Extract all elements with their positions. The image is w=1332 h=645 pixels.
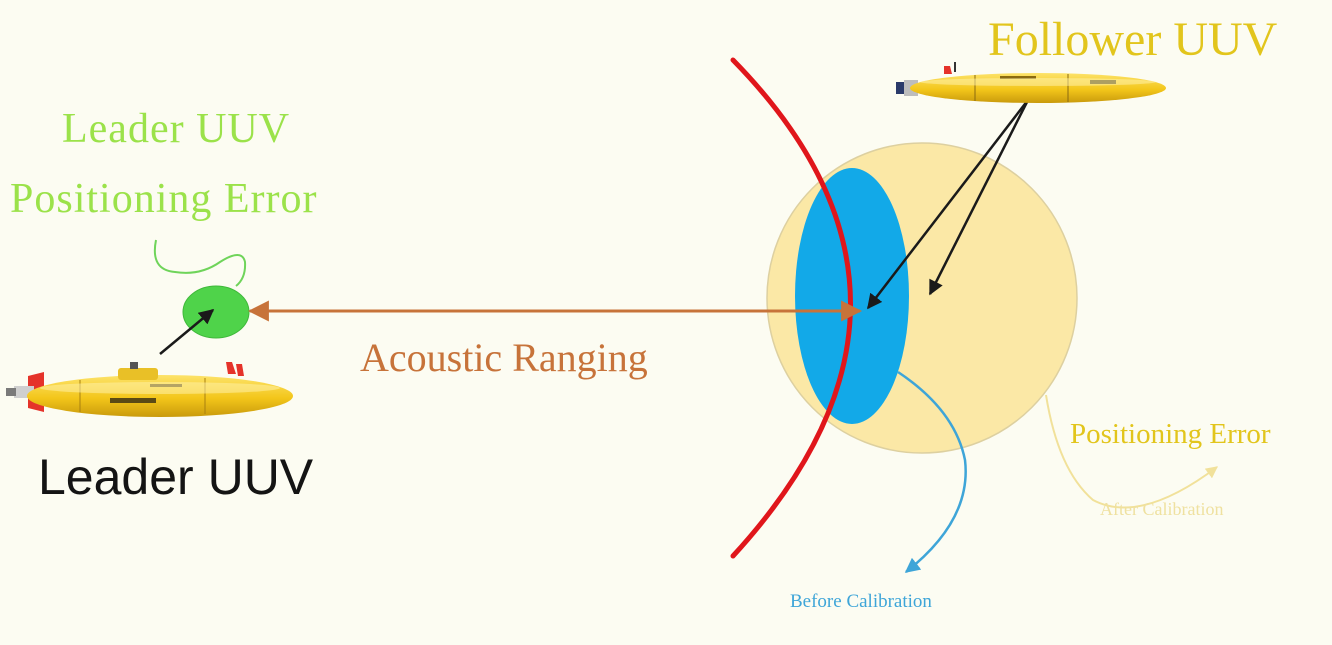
leader-pointer-arrow bbox=[159, 309, 215, 355]
after-calibration-label: After Calibration bbox=[1100, 499, 1224, 519]
after-calibration-callout bbox=[1045, 394, 1218, 509]
leader-uuv-label: Leader UUV bbox=[38, 449, 314, 505]
leader-error-title-line1: Leader UUV bbox=[62, 106, 291, 152]
follower-pointer-arrow-after bbox=[928, 99, 1030, 296]
before-calibration-callout bbox=[897, 370, 967, 573]
leader-error-callout bbox=[153, 239, 247, 287]
positioning-error-label: Positioning Error bbox=[1070, 418, 1271, 450]
leader-error-region bbox=[182, 285, 250, 339]
follower-pointer-arrow-before bbox=[867, 99, 1029, 310]
acoustic-ranging-label: Acoustic Ranging bbox=[360, 335, 648, 380]
leader-error-title-line2: Positioning Error bbox=[10, 176, 318, 222]
follower-uuv-icon bbox=[896, 62, 1166, 103]
follower-uuv-label: Follower UUV bbox=[988, 13, 1278, 66]
before-calibration-label: Before Calibration bbox=[790, 591, 932, 612]
leader-uuv-icon bbox=[6, 362, 293, 417]
